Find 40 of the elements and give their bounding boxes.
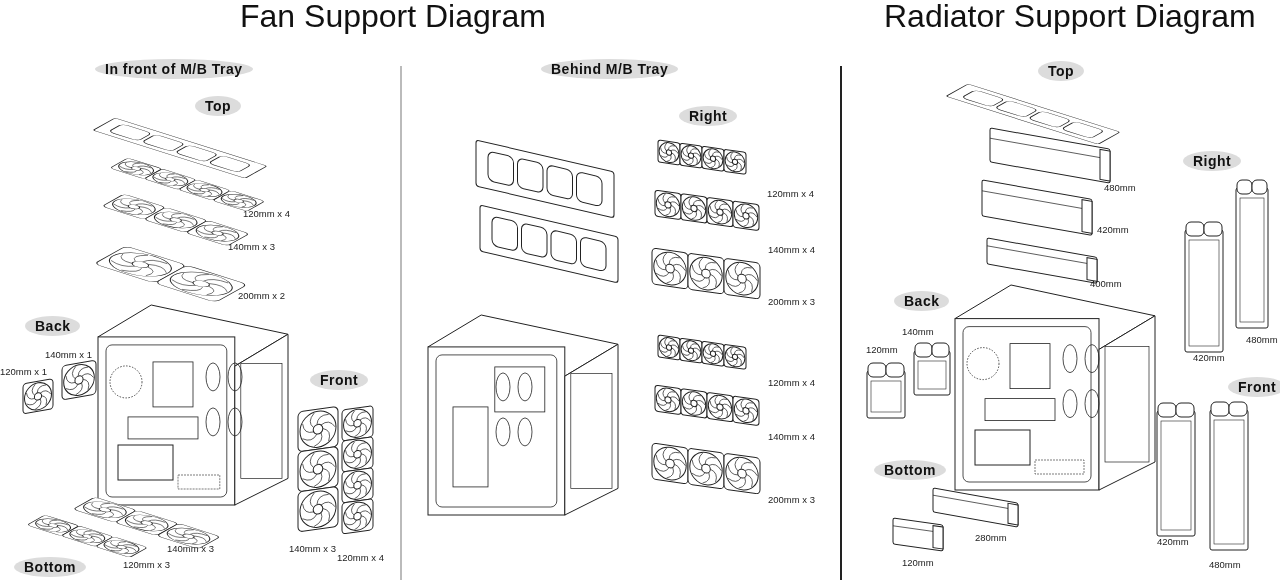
section-label: Top (195, 96, 242, 116)
size-label: 200mm x 3 (768, 296, 815, 307)
size-label: 120mm (902, 557, 934, 568)
size-label: 120mm x 4 (768, 377, 815, 388)
size-label: 480mm (1246, 334, 1278, 345)
size-label: 140mm x 4 (768, 244, 815, 255)
section-label: Back (25, 316, 81, 336)
heading: Radiator Support Diagram (884, 0, 1256, 35)
size-label: 120mm x 4 (243, 208, 290, 219)
size-label: 120mm x 4 (337, 552, 384, 563)
section-label: Behind M/B Tray (541, 59, 679, 79)
size-label: 480mm (1209, 559, 1241, 570)
section-label: Front (310, 370, 369, 390)
size-label: 200mm x 3 (768, 494, 815, 505)
size-label: 140mm x 3 (228, 241, 275, 252)
size-label: 200mm x 2 (238, 290, 285, 301)
size-label: 400mm (1090, 278, 1122, 289)
size-label: 420mm (1097, 224, 1129, 235)
size-label: 120mm (866, 344, 898, 355)
size-label: 140mm x 1 (45, 349, 92, 360)
size-label: 140mm x 3 (167, 543, 214, 554)
section-label: Top (1038, 61, 1085, 81)
size-label: 480mm (1104, 182, 1136, 193)
size-label: 120mm x 1 (0, 366, 47, 377)
section-label: Back (894, 291, 950, 311)
section-label: In front of M/B Tray (95, 59, 253, 79)
section-label: Right (1183, 151, 1242, 171)
size-label: 280mm (975, 532, 1007, 543)
section-label: Right (679, 106, 738, 126)
size-label: 420mm (1193, 352, 1225, 363)
size-label: 120mm x 4 (767, 188, 814, 199)
size-label: 420mm (1157, 536, 1189, 547)
section-label: Bottom (874, 460, 946, 480)
section-label: Front (1228, 377, 1280, 397)
size-label: 120mm x 3 (123, 559, 170, 570)
heading: Fan Support Diagram (240, 0, 546, 35)
section-label: Bottom (14, 557, 86, 577)
size-label: 140mm (902, 326, 934, 337)
size-label: 140mm x 4 (768, 431, 815, 442)
size-label: 140mm x 3 (289, 543, 336, 554)
